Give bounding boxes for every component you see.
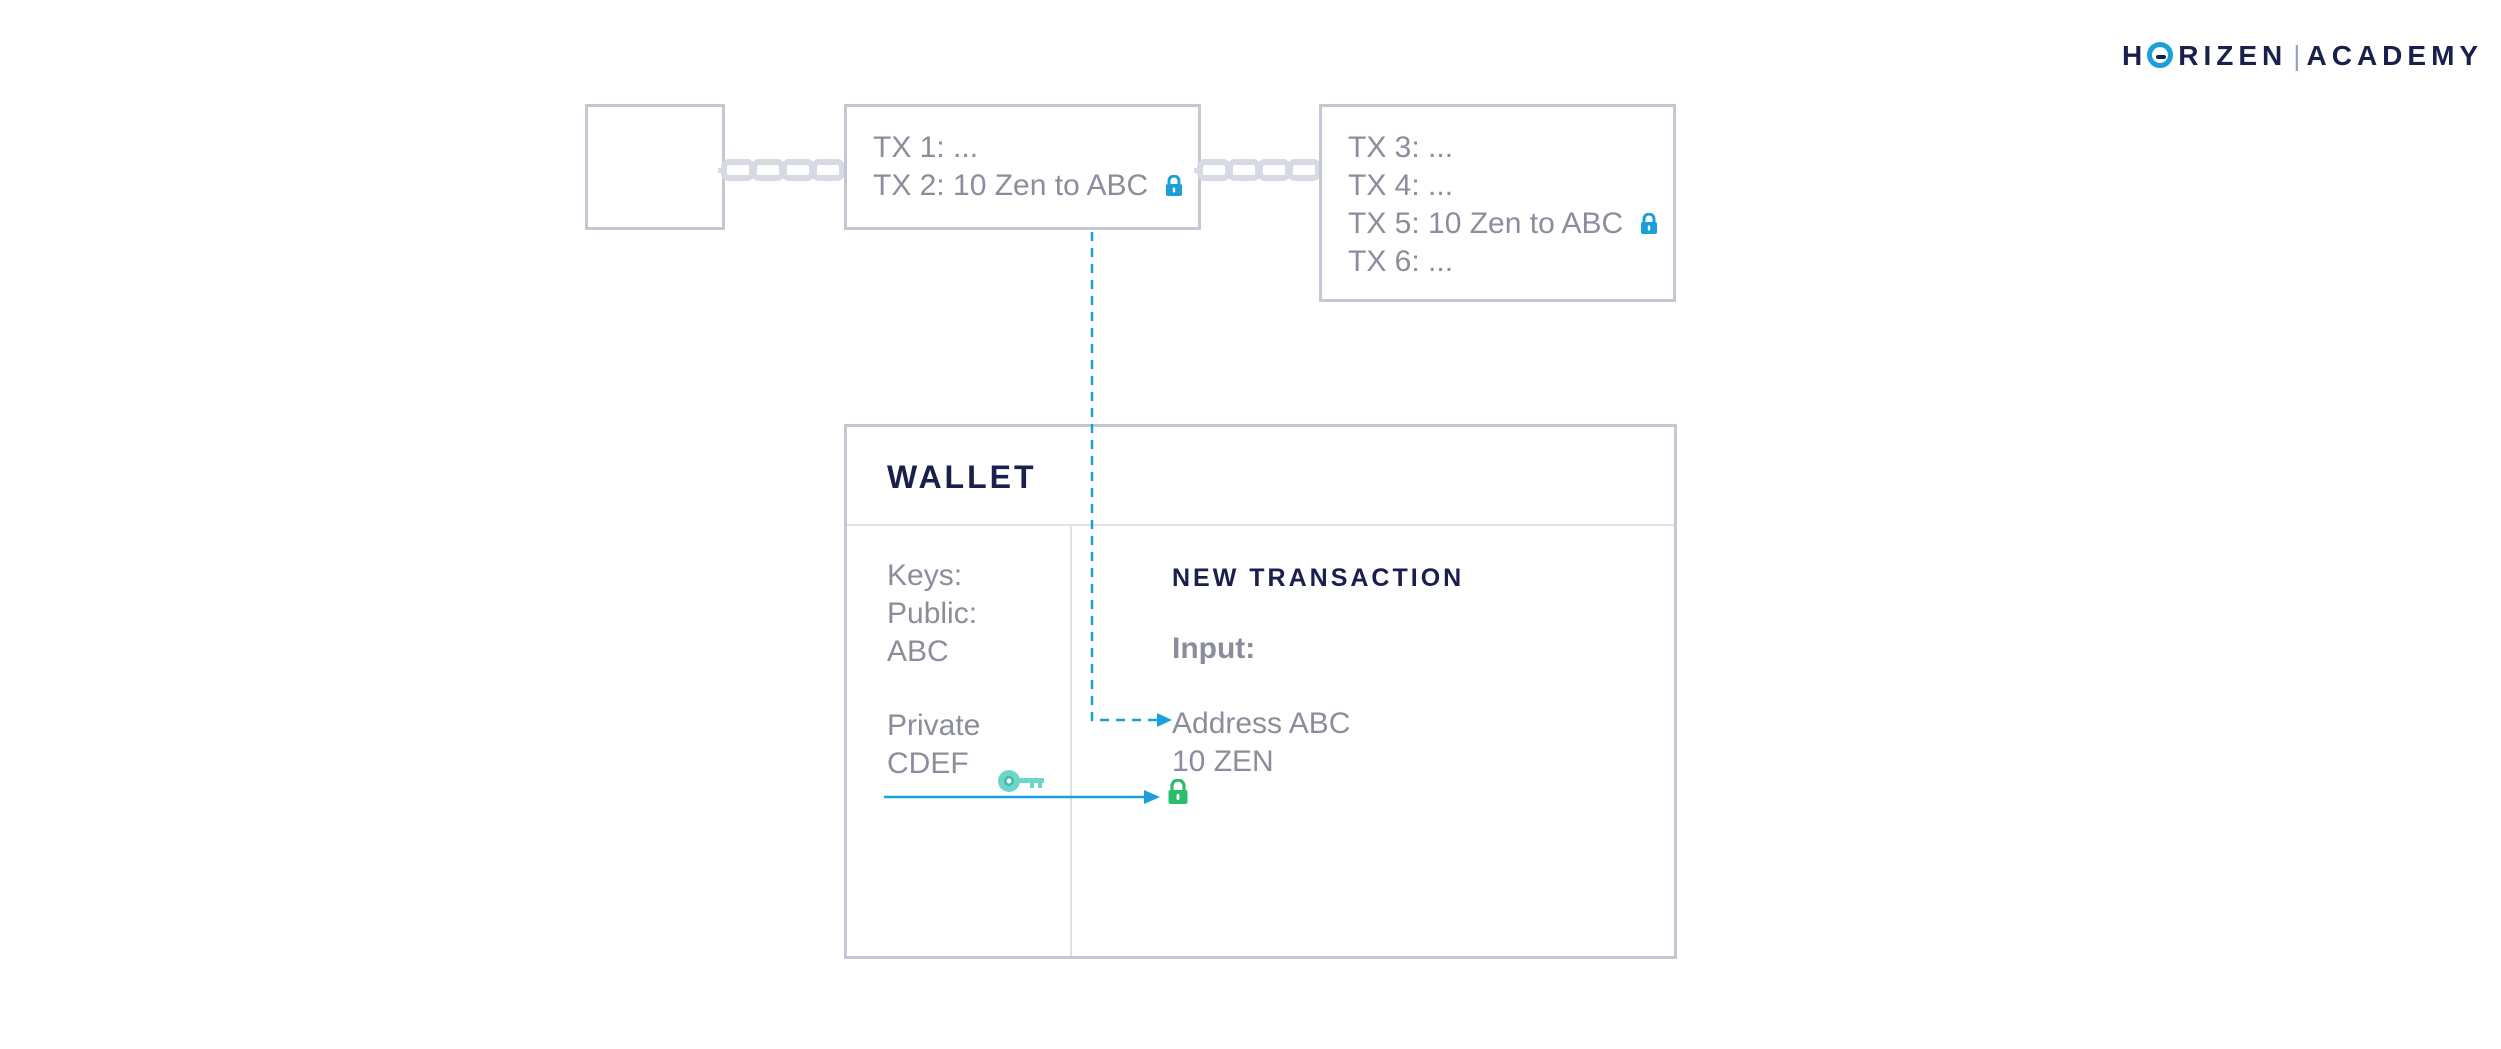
logo: H RIZEN|ACADEMY <box>2122 40 2483 72</box>
tx-line: TX 1: ... <box>873 131 979 164</box>
input-address: Address ABC <box>1172 707 1351 740</box>
lock-icon <box>1640 213 1657 234</box>
chain-icon <box>1194 159 1328 181</box>
input-amount: 10 ZEN <box>1172 745 1274 778</box>
input-label: Input: <box>1172 632 1256 665</box>
tx-line: TX 2: 10 Zen to ABC <box>873 167 1183 205</box>
block-right: TX 3: ... TX 4: ... TX 5: 10 Zen to ABC … <box>1319 104 1676 302</box>
signature-arrow <box>884 790 1160 804</box>
block-middle: TX 1: ... TX 2: 10 Zen to ABC <box>844 104 1201 230</box>
tx-line: TX 4: ... <box>1348 169 1454 202</box>
lock-icon <box>1168 779 1188 804</box>
tx-line: TX 3: ... <box>1348 131 1454 164</box>
tx-line: TX 5: 10 Zen to ABC <box>1348 205 1658 243</box>
logo-separator: | <box>2293 40 2301 71</box>
key-icon <box>998 770 1044 792</box>
logo-rizen: RIZEN <box>2178 40 2288 71</box>
wallet-header-divider <box>847 524 1674 526</box>
tx-line: TX 6: ... <box>1348 245 1454 278</box>
public-key-value: ABC <box>887 635 949 668</box>
new-transaction-title: NEW TRANSACTION <box>1172 564 1465 592</box>
chain-icon <box>718 159 852 181</box>
block-left <box>585 104 725 230</box>
wallet-column-divider <box>1070 526 1072 956</box>
logo-h: H <box>2122 40 2148 71</box>
logo-o-icon <box>2147 42 2174 68</box>
wallet-panel: WALLET Keys: Public: ABC Private CDEF NE… <box>844 424 1677 959</box>
reference-arrow <box>1090 232 1172 727</box>
logo-academy: ACADEMY <box>2306 40 2484 71</box>
wallet-title: WALLET <box>887 459 1037 495</box>
private-key-label: Private <box>887 709 981 742</box>
lock-icon <box>1165 175 1182 196</box>
public-key-label: Public: <box>887 597 978 630</box>
private-key-value: CDEF <box>887 747 969 780</box>
keys-label: Keys: <box>887 559 963 592</box>
